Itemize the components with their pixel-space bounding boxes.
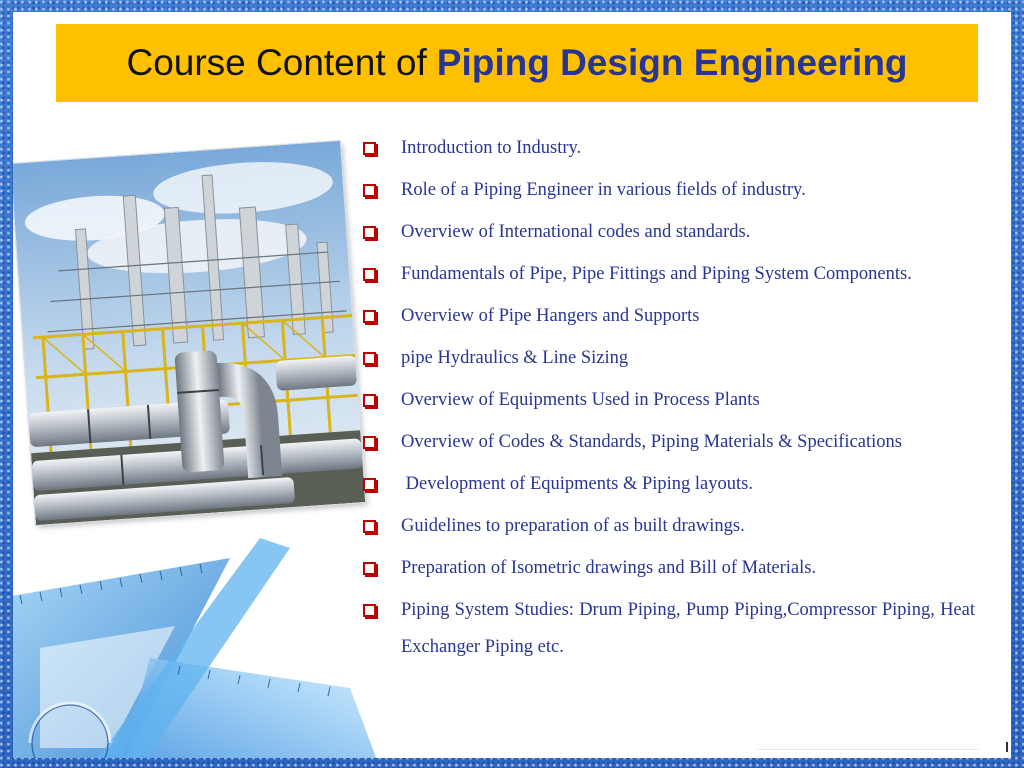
page-marker xyxy=(1006,742,1008,752)
list-item-text: Development of Equipments & Piping layou… xyxy=(401,474,753,494)
list-item: Overview of Pipe Hangers and Supports xyxy=(363,298,975,335)
list-item-text: Introduction to Industry. xyxy=(401,138,582,158)
list-item-text: Overview of International codes and stan… xyxy=(401,222,751,242)
list-item-text: Fundamentals of Pipe, Pipe Fittings and … xyxy=(401,264,912,284)
course-content-list: Introduction to Industry. Role of a Pipi… xyxy=(363,130,975,671)
footer-divider xyxy=(758,749,978,750)
square-checkbox-bullet-icon xyxy=(363,394,376,407)
list-item: Guidelines to preparation of as built dr… xyxy=(363,508,975,545)
list-item-text: Overview of Pipe Hangers and Supports xyxy=(401,306,700,326)
list-item: Piping System Studies: Drum Piping, Pump… xyxy=(363,592,975,666)
square-checkbox-bullet-icon xyxy=(363,562,376,575)
list-item: Overview of Codes & Standards, Piping Ma… xyxy=(363,424,975,461)
list-item-text: Preparation of Isometric drawings and Bi… xyxy=(401,558,817,578)
list-item: Introduction to Industry. xyxy=(363,130,975,167)
square-checkbox-bullet-icon xyxy=(363,520,376,533)
square-checkbox-bullet-icon xyxy=(363,478,376,491)
list-item-text: Piping System Studies: Drum Piping, Pump… xyxy=(401,600,975,657)
list-item: Development of Equipments & Piping layou… xyxy=(363,466,975,503)
square-checkbox-bullet-icon xyxy=(363,184,376,197)
list-item: Overview of International codes and stan… xyxy=(363,214,975,251)
square-checkbox-bullet-icon xyxy=(363,226,376,239)
square-checkbox-bullet-icon xyxy=(363,268,376,281)
title-highlight: Piping Design Engineering xyxy=(436,42,908,83)
list-item: Preparation of Isometric drawings and Bi… xyxy=(363,550,975,587)
list-item: Role of a Piping Engineer in various fie… xyxy=(363,172,975,209)
title-prefix: Course Content of xyxy=(126,42,427,83)
square-checkbox-bullet-icon xyxy=(363,604,376,617)
drafting-set-squares-icon xyxy=(13,538,377,758)
square-checkbox-bullet-icon xyxy=(363,142,376,155)
list-item: Overview of Equipments Used in Process P… xyxy=(363,382,975,419)
slide-title: Course Content of Piping Design Engineer… xyxy=(56,24,978,102)
list-item-text: Overview of Codes & Standards, Piping Ma… xyxy=(401,432,902,452)
square-checkbox-bullet-icon xyxy=(363,310,376,323)
list-item-text: Role of a Piping Engineer in various fie… xyxy=(401,180,806,200)
list-item-text: Overview of Equipments Used in Process P… xyxy=(401,390,760,410)
square-checkbox-bullet-icon xyxy=(363,436,376,449)
list-item-text: Guidelines to preparation of as built dr… xyxy=(401,516,745,536)
slide-body: Course Content of Piping Design Engineer… xyxy=(13,12,1011,758)
list-item: Fundamentals of Pipe, Pipe Fittings and … xyxy=(363,256,975,293)
square-checkbox-bullet-icon xyxy=(363,352,376,365)
list-item: pipe Hydraulics & Line Sizing xyxy=(363,340,975,377)
industrial-piping-plant-image xyxy=(13,140,366,526)
list-item-text: pipe Hydraulics & Line Sizing xyxy=(401,348,629,368)
